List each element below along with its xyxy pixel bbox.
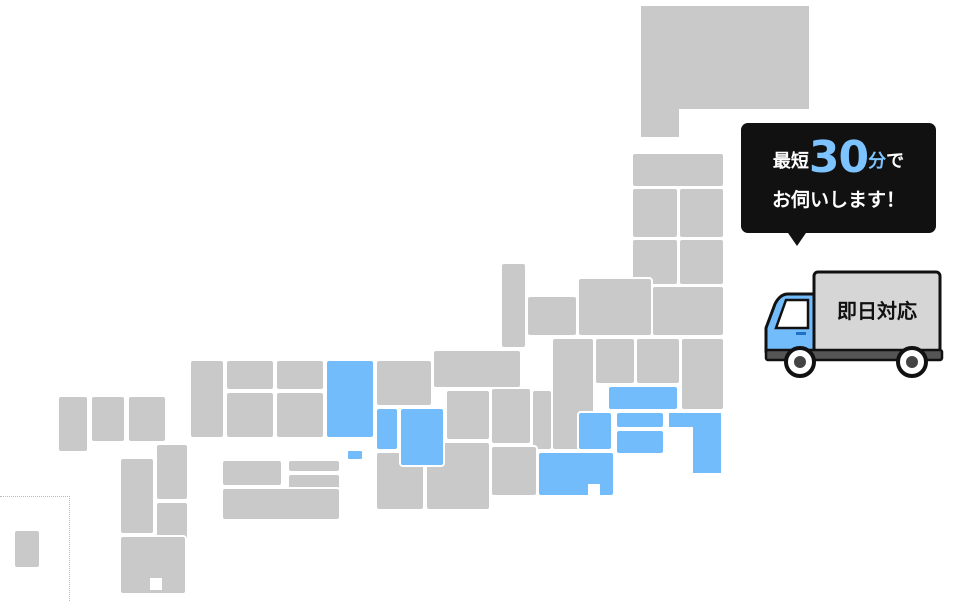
prefecture-chiba[interactable] bbox=[667, 411, 723, 475]
callout-unit: 分 bbox=[868, 151, 887, 172]
island-awaji[interactable] bbox=[346, 449, 364, 461]
prefecture-okinawa[interactable] bbox=[13, 529, 41, 569]
prefecture-niigata[interactable] bbox=[577, 277, 653, 337]
prefecture-hiroshima[interactable] bbox=[275, 391, 325, 439]
prefecture-fukushima[interactable] bbox=[651, 285, 725, 337]
prefecture-shimane-2[interactable] bbox=[225, 359, 275, 391]
callout-number: 30 bbox=[808, 132, 869, 183]
okinawa-inset-frame bbox=[0, 496, 70, 601]
callout-suffix: で bbox=[886, 151, 905, 172]
prefecture-yamanashi[interactable] bbox=[531, 389, 553, 451]
prefecture-yamaguchi[interactable] bbox=[225, 391, 275, 439]
prefecture-miyagi[interactable] bbox=[678, 238, 725, 286]
prefecture-kanagawa[interactable] bbox=[615, 411, 665, 429]
prefecture-fukui[interactable] bbox=[432, 349, 522, 389]
delivery-truck-icon bbox=[764, 270, 944, 378]
prefecture-hyogo[interactable] bbox=[375, 407, 399, 451]
prefecture-toyama[interactable] bbox=[526, 295, 578, 337]
prefecture-shiga[interactable] bbox=[445, 389, 491, 441]
prefecture-kumamoto[interactable] bbox=[119, 535, 187, 595]
prefecture-ehime[interactable] bbox=[221, 459, 283, 487]
prefecture-shimane[interactable] bbox=[189, 359, 225, 439]
notch bbox=[588, 484, 600, 498]
prefecture-aomori[interactable] bbox=[631, 152, 725, 188]
prefecture-ibaraki[interactable] bbox=[680, 337, 725, 411]
prefecture-tochigi[interactable] bbox=[635, 337, 681, 385]
prefecture-nagasaki[interactable] bbox=[119, 457, 155, 535]
prefecture-akita[interactable] bbox=[631, 187, 679, 239]
prefecture-kanagawa-south[interactable] bbox=[615, 429, 665, 455]
notch bbox=[150, 578, 162, 590]
prefecture-gifu[interactable] bbox=[490, 387, 532, 445]
prefecture-ishikawa[interactable] bbox=[500, 262, 527, 349]
truck-label: 即日対応 bbox=[837, 299, 917, 323]
prefecture-tottori[interactable] bbox=[325, 359, 375, 439]
prefecture-tokyo[interactable] bbox=[577, 411, 613, 451]
speech-bubble-tail bbox=[786, 230, 808, 246]
speech-bubble: 最短30分で お伺いします！ bbox=[741, 123, 936, 233]
prefecture-tottori-east[interactable] bbox=[375, 359, 433, 407]
prefecture-fukuoka[interactable] bbox=[127, 395, 167, 443]
prefecture-saitama[interactable] bbox=[607, 385, 679, 411]
prefecture-aichi[interactable] bbox=[490, 445, 538, 497]
prefecture-iwate[interactable] bbox=[678, 187, 725, 239]
prefecture-gunma[interactable] bbox=[594, 337, 636, 385]
prefecture-saga[interactable] bbox=[90, 395, 126, 443]
prefecture-kyoto[interactable] bbox=[399, 407, 445, 467]
callout-line-2: お伺いします！ bbox=[771, 189, 905, 211]
prefecture-mie[interactable] bbox=[537, 451, 615, 497]
prefecture-hokkaido[interactable] bbox=[639, 4, 811, 139]
prefecture-okayama[interactable] bbox=[275, 359, 325, 391]
prefecture-oita[interactable] bbox=[155, 443, 189, 501]
prefecture-tsushima bbox=[57, 395, 89, 453]
callout-prefix: 最短 bbox=[772, 151, 809, 172]
prefecture-kagawa[interactable] bbox=[287, 459, 341, 473]
callout-line-1: 最短30分で bbox=[741, 135, 936, 185]
prefecture-kochi[interactable] bbox=[221, 487, 341, 521]
